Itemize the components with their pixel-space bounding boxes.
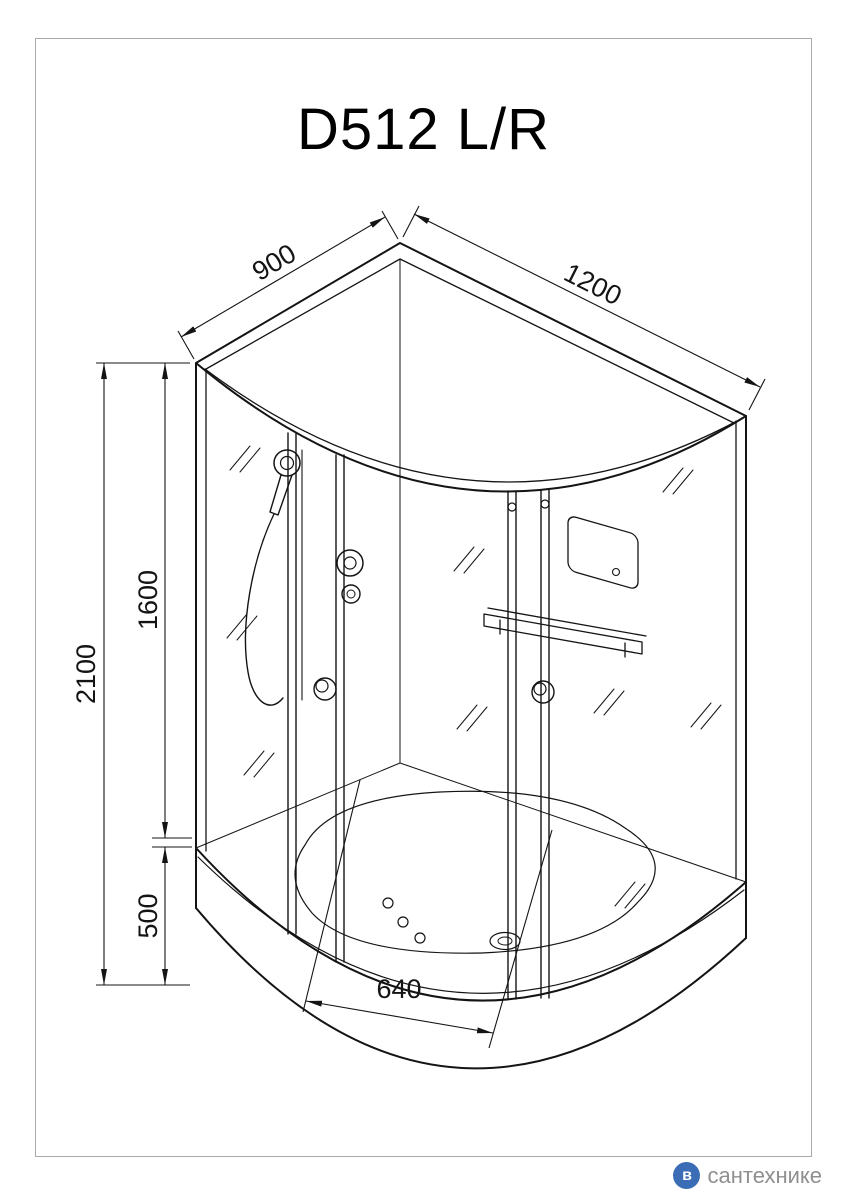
- hydro-jet: [414, 932, 426, 944]
- tray-basin: [294, 790, 656, 954]
- hydro-jet: [397, 916, 409, 928]
- dim-label-left-width: 900: [247, 238, 301, 287]
- hydro-jet: [382, 897, 394, 909]
- watermark-logo-icon: в: [673, 1162, 701, 1189]
- glass-hatch-marks: [226, 445, 722, 909]
- door-roller: [507, 502, 517, 512]
- watermark: в сантехнике: [673, 1162, 822, 1189]
- dim-label-total-height: 2100: [71, 644, 101, 704]
- model-title: D512 L/R: [296, 97, 551, 162]
- dimension-lines: 2100 1600 500 900 1200: [71, 205, 766, 1049]
- shelf: [483, 607, 647, 658]
- door-roller: [540, 499, 550, 509]
- dimension-tray-height: 500: [133, 846, 192, 985]
- door-handle-left: [313, 677, 337, 701]
- dim-label-tray-height: 500: [133, 893, 163, 938]
- dimension-left-width: 900: [177, 210, 399, 360]
- door-handle-right: [531, 680, 555, 704]
- dimension-cabin-height: 1600: [133, 363, 192, 839]
- wall-panel: [567, 516, 639, 589]
- dim-label-door-opening: 640: [376, 974, 421, 1004]
- dimension-total-height: 2100: [71, 362, 190, 986]
- mixer-knobs: [336, 549, 364, 604]
- shower-hose: [244, 474, 293, 706]
- front-door-posts: [287, 432, 550, 1000]
- door-handles: [313, 677, 555, 704]
- dimension-door-opening: 640: [302, 779, 553, 1049]
- dim-label-cabin-height: 1600: [133, 570, 163, 630]
- cabin-drawing: [195, 242, 747, 1070]
- shower-tray: [195, 790, 747, 1070]
- shower-head: [273, 449, 301, 477]
- cabin-walls: [195, 258, 747, 939]
- hand-shower: [244, 449, 303, 706]
- dimension-right-width: 1200: [402, 205, 766, 411]
- page-border-frame: [35, 38, 812, 1157]
- watermark-brand-text: сантехнике: [707, 1162, 822, 1188]
